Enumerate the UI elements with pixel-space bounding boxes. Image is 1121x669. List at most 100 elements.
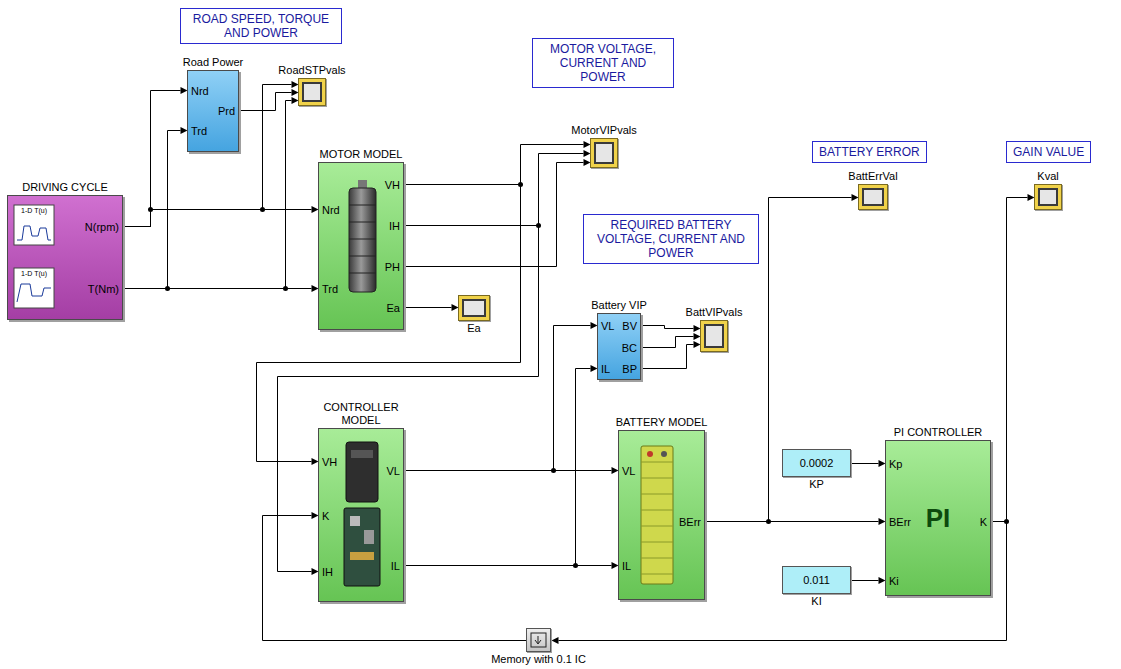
signal-line	[278, 226, 539, 576]
controller-picture	[344, 442, 380, 586]
port-label: K	[980, 516, 987, 529]
port-label: Nrd	[322, 204, 340, 217]
chip	[350, 552, 374, 560]
signal-line	[642, 325, 701, 332]
signal-line	[642, 337, 694, 348]
motor-ribs	[349, 205, 376, 273]
port-label: N(rpm)	[85, 221, 119, 234]
signal-line	[642, 341, 701, 369]
signal-line	[852, 577, 886, 584]
signal-line	[124, 206, 319, 227]
road-power-block: Road PowerNrdTrdPrd	[187, 70, 239, 152]
signal-line	[405, 322, 598, 471]
scope-screen	[463, 300, 485, 316]
chip	[364, 530, 374, 544]
port-label: IH	[389, 220, 400, 233]
signal-line	[405, 470, 612, 471]
annotation-box: ROAD SPEED, TORQUE AND POWER	[180, 8, 342, 44]
port-label: BC	[622, 342, 637, 355]
block-symbol: PI	[926, 504, 951, 532]
icon-label: 1-D T(u)	[21, 207, 47, 215]
port-label: Ki	[889, 575, 899, 588]
signal-line	[405, 369, 591, 566]
controller-board	[344, 508, 380, 586]
controller-plug	[351, 450, 373, 458]
battery-ribs	[641, 462, 673, 574]
motor-body	[349, 188, 376, 292]
scope-block: BattVIPvals	[700, 320, 728, 352]
signal-line	[642, 345, 694, 369]
signal-line	[124, 210, 312, 227]
signal-line	[405, 145, 584, 185]
block-name: KP	[809, 478, 824, 491]
signal-line	[405, 565, 612, 566]
signal-line	[124, 87, 188, 227]
block-name: RoadSTPvals	[278, 64, 345, 77]
block-name: PI CONTROLLER	[894, 426, 983, 439]
scope-block: BattErrVal	[858, 184, 888, 210]
block-name: CONTROLLER MODEL	[319, 401, 403, 427]
annotation-box: MOTOR VOLTAGE, CURRENT AND POWER	[532, 38, 674, 88]
port-label: VL	[622, 465, 635, 478]
icon-plot	[17, 284, 51, 302]
port-label: Nrd	[191, 85, 209, 98]
block-name: BATTERY MODEL	[616, 416, 708, 429]
signal-line	[405, 307, 452, 308]
block-name: Road Power	[183, 56, 244, 69]
port-label: BP	[622, 363, 637, 376]
scope-screen	[595, 143, 613, 163]
signal-line	[405, 141, 591, 185]
port-label: Trd	[191, 125, 207, 138]
scope-screen	[863, 189, 883, 205]
signal-line	[405, 154, 584, 226]
annotation-text: REQUIRED BATTERY VOLTAGE, CURRENT AND PO…	[590, 218, 752, 260]
signal-line	[124, 285, 319, 292]
icon-plot	[17, 226, 51, 240]
block-value: 0.0002	[800, 457, 834, 470]
signal-line	[405, 150, 591, 226]
signal-line	[642, 333, 701, 348]
port-label: IH	[322, 566, 333, 579]
annotation-box: REQUIRED BATTERY VOLTAGE, CURRENT AND PO…	[583, 214, 759, 264]
signal-line	[642, 326, 694, 329]
scope-screen	[1039, 189, 1057, 205]
port-label: Trd	[322, 283, 338, 296]
lookup-table-icon	[14, 205, 54, 308]
port-label: Kp	[889, 458, 902, 471]
annotation-text: GAIN VALUE	[1013, 145, 1084, 159]
block-name: Ea	[467, 322, 480, 335]
battery-model-block: BATTERY MODELVLILBErr	[618, 430, 705, 600]
signal-line	[852, 580, 879, 581]
memory-frame	[531, 633, 546, 647]
signal-line	[240, 89, 299, 111]
signal-line	[852, 463, 879, 464]
port-label: T(Nm)	[88, 283, 119, 296]
signal-line	[405, 326, 591, 471]
block-value: 0.011	[803, 574, 830, 587]
signal-line	[992, 194, 1035, 522]
signal-line	[405, 467, 619, 474]
scope-block: Ea	[458, 295, 490, 321]
annotation-box: GAIN VALUE	[1006, 141, 1091, 163]
signal-line	[124, 127, 188, 289]
annotation-text: MOTOR VOLTAGE, CURRENT AND POWER	[539, 42, 667, 84]
icon-label: 1-D T(u)	[21, 270, 47, 278]
scope-screen	[705, 325, 723, 347]
block-name: MotorVIPvals	[571, 124, 636, 137]
block-name: KI	[811, 595, 821, 608]
controller-connector	[346, 442, 378, 502]
battery-vip-block: Battery VIPVLILBVBCBP	[597, 313, 641, 380]
scope-block: RoadSTPvals	[298, 78, 326, 106]
signal-line	[852, 460, 886, 467]
scope-screen	[303, 83, 321, 101]
port-label: BErr	[889, 516, 911, 529]
battery-terminal	[661, 451, 667, 457]
scope-block: MotorVIPvals	[590, 138, 618, 168]
icon-frame	[14, 205, 54, 245]
port-label: VH	[322, 456, 337, 469]
chip	[350, 516, 360, 526]
signal-line	[405, 159, 591, 267]
port-label: VH	[385, 179, 400, 192]
signal-line	[278, 226, 539, 572]
memory-icon	[531, 633, 546, 647]
